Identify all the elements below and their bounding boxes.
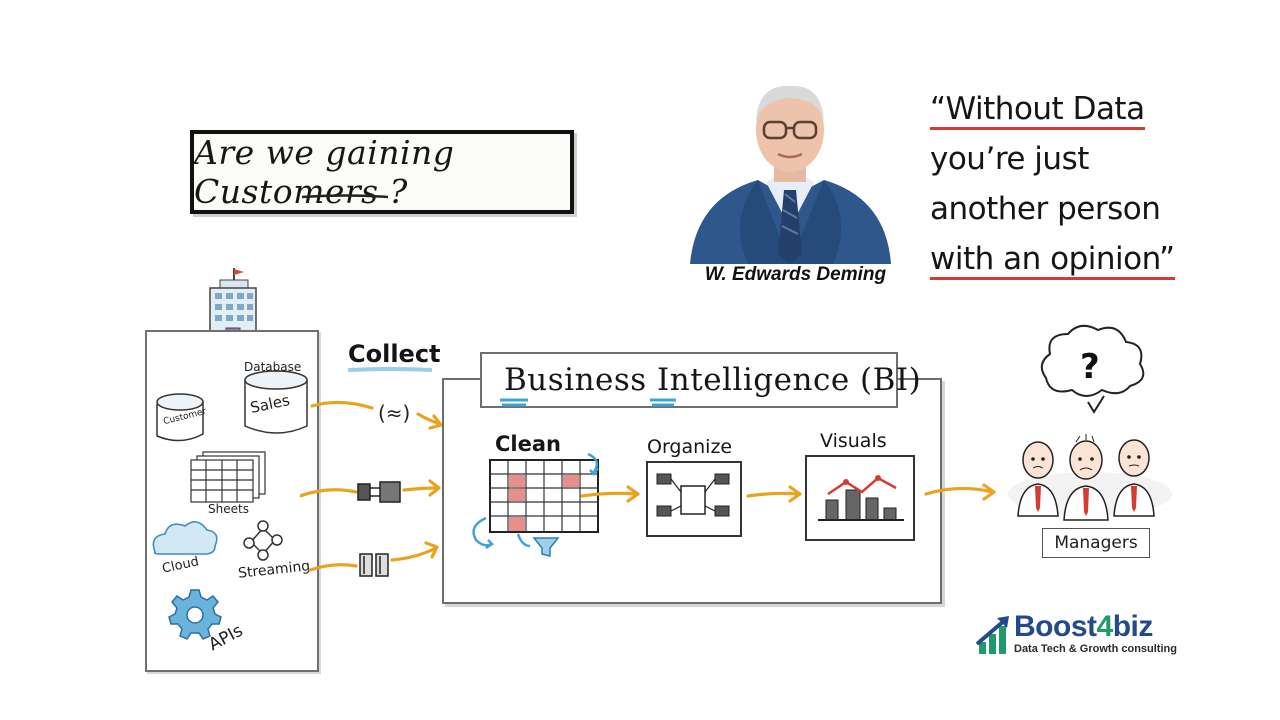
question-underline [301, 194, 389, 199]
sheets-label: Sheets [208, 502, 249, 516]
portrait-name: W. Edwards Deming [704, 264, 887, 285]
manager-person-1 [1017, 441, 1059, 517]
api-connector-icon: (≈) [378, 401, 410, 425]
thought-question-mark: ? [1080, 347, 1100, 387]
step-clean-label: Clean [495, 432, 561, 456]
deming-portrait [690, 85, 891, 264]
quote-line-3: another person [930, 191, 1161, 227]
quote-line-2: you’re just [930, 141, 1089, 177]
manager-person-2 [1063, 434, 1109, 521]
bi-title: Business Intelligence (BI) [504, 362, 922, 398]
manager-person-3 [1113, 439, 1155, 517]
data-sources-illustration [152, 370, 308, 640]
clean-table-icon [472, 452, 600, 557]
bi-flow-arrows [580, 485, 802, 503]
to-managers-arrow [924, 483, 996, 501]
step-organize-label: Organize [647, 436, 733, 458]
managers-illustration [1008, 434, 1172, 521]
quote-line-4: with an opinion” [930, 234, 1230, 284]
collect-arrows: (≈) [300, 400, 443, 577]
thought-cloud-icon: ? [1040, 324, 1145, 414]
collect-underline [347, 367, 433, 372]
pipe-connector-icon [359, 553, 389, 577]
api-gear-icon [168, 589, 222, 640]
visuals-chart-icon [805, 455, 915, 541]
boost4biz-logo-icon [975, 616, 1009, 654]
quote-line-1: “Without Data [930, 84, 1230, 134]
question-text: Are we gaining Customers ? [194, 133, 455, 211]
logo-name: Boost4biz [1014, 610, 1153, 643]
database-label: Database [244, 360, 302, 374]
streaming-icon [243, 520, 283, 561]
filter-icon [532, 537, 560, 557]
customer-database-icon [156, 393, 204, 442]
logo-tagline: Data Tech & Growth consulting [1014, 643, 1177, 655]
sheets-icon [190, 451, 266, 503]
question-box: Are we gaining Customers ? [190, 130, 574, 214]
sales-database-icon [244, 370, 308, 434]
quote: “Without Data you’re just another person… [930, 84, 1230, 284]
step-visuals-label: Visuals [820, 430, 887, 452]
organize-icon [646, 461, 742, 537]
collect-label: Collect [348, 340, 441, 368]
plug-connector-icon [357, 481, 401, 503]
managers-label: Managers [1054, 533, 1138, 553]
bi-title-box: Business Intelligence (BI) [480, 352, 921, 408]
cloud-icon [152, 521, 218, 555]
bi-title-accents [500, 398, 676, 407]
managers-box: Managers [1042, 528, 1150, 558]
